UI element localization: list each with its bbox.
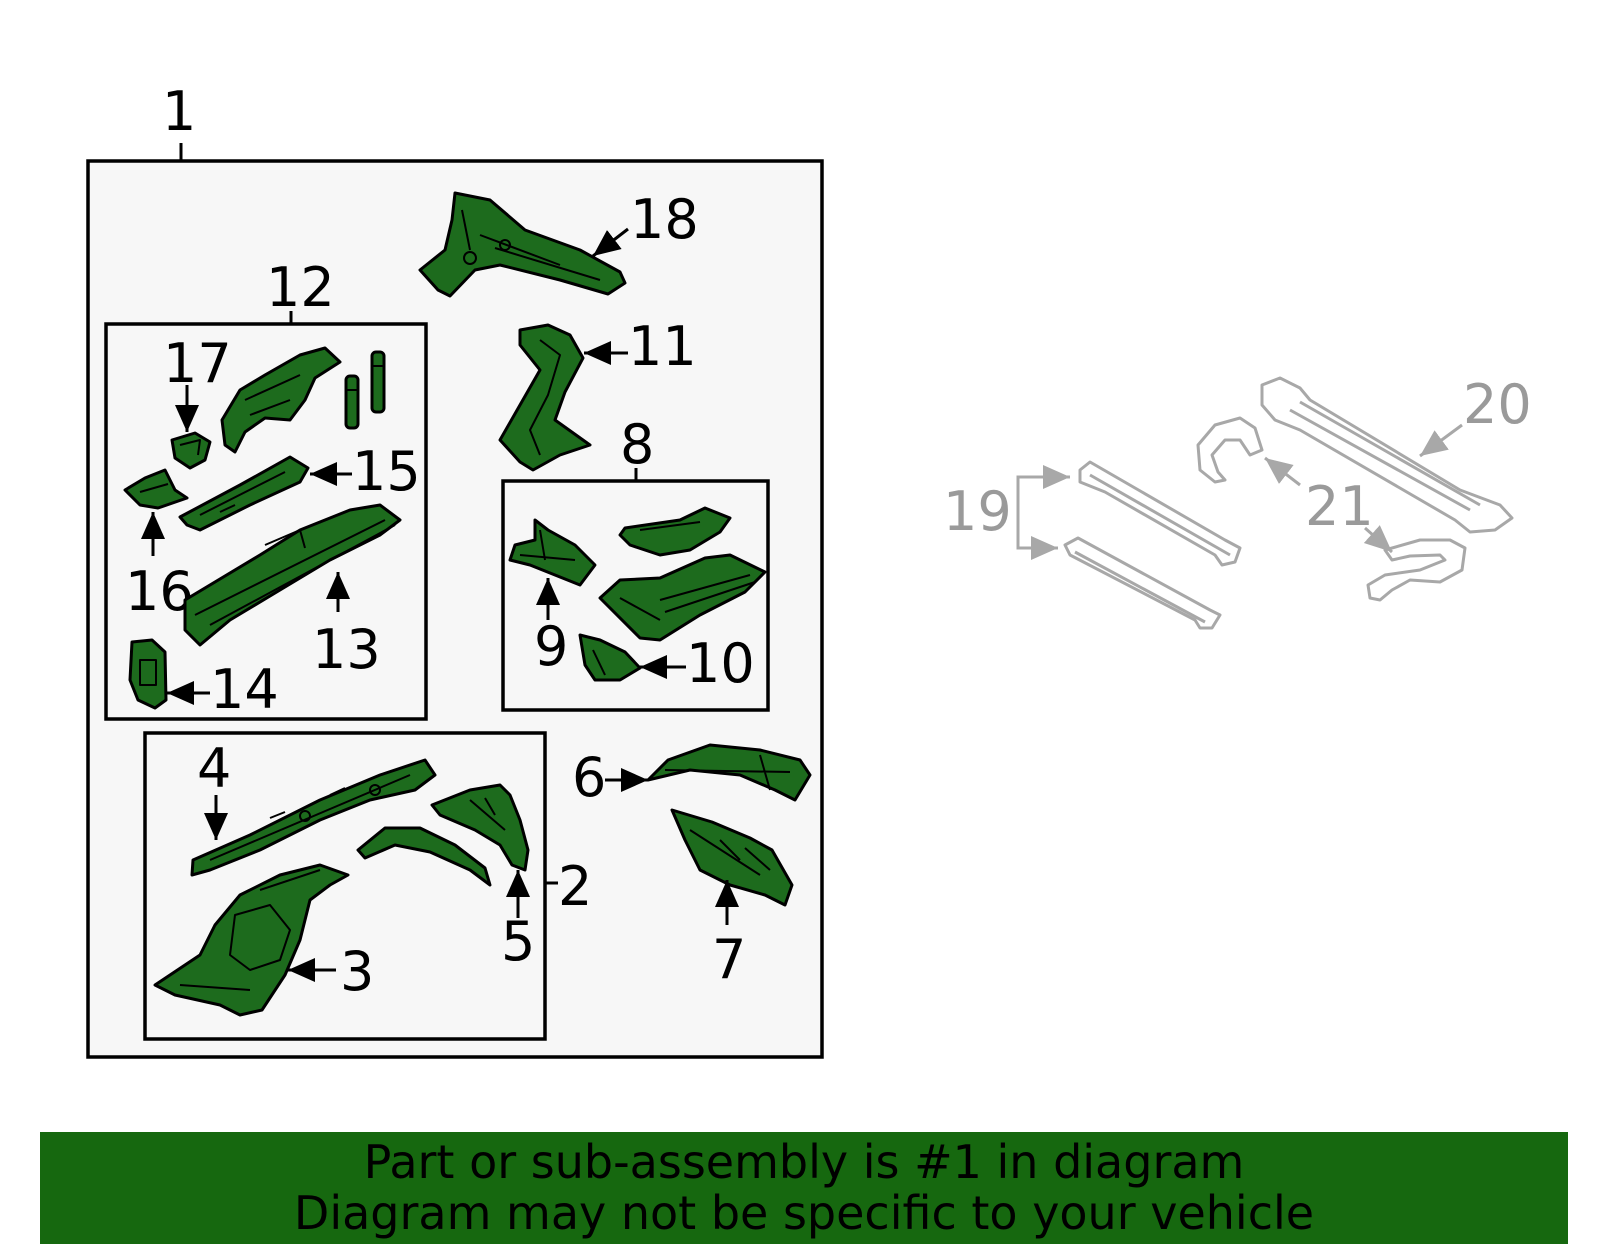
callout-2: 2 <box>558 855 592 918</box>
banner-line-1: Part or sub-assembly is #1 in diagram <box>363 1135 1245 1189</box>
part-14-bracket <box>128 638 168 710</box>
callout-17: 17 <box>163 332 232 395</box>
callout-3: 3 <box>340 940 374 1003</box>
part-8-upper-panel <box>618 506 732 557</box>
part-17-bracket <box>170 431 212 470</box>
subassembly-box-2 <box>143 731 547 1041</box>
callout-20: 20 <box>1463 373 1532 436</box>
part-2-wheelhouse-arch <box>356 826 492 887</box>
part-13-side-rail <box>183 503 402 647</box>
part-19-sill-pieces <box>1063 460 1242 630</box>
part-9-bracket <box>508 518 597 587</box>
part-18-upper-panel <box>418 191 627 298</box>
part-12-upper-reinforcement <box>220 346 342 454</box>
part-11-pillar-bracket <box>498 323 592 472</box>
disclaimer-banner: Part or sub-assembly is #1 in diagram Di… <box>40 1132 1568 1244</box>
callout-15: 15 <box>352 440 421 503</box>
callout-6: 6 <box>572 746 606 809</box>
callout-13: 13 <box>312 618 381 681</box>
part-8-lower-panel <box>598 553 767 642</box>
part-6-upper-rail <box>646 743 812 802</box>
callout-12: 12 <box>266 256 335 319</box>
part-16-bracket <box>123 468 189 510</box>
banner-line-2: Diagram may not be specific to your vehi… <box>293 1186 1315 1240</box>
subassembly-box-12 <box>104 322 428 721</box>
callout-5: 5 <box>501 910 535 973</box>
part-4-wheelhouse-outer-upper <box>190 758 437 877</box>
part-21-brackets <box>1196 416 1467 602</box>
callout-11: 11 <box>628 315 697 378</box>
part-3-wheelhouse-inner <box>153 863 350 1017</box>
part-15-rail-extension <box>178 455 310 532</box>
callout-10: 10 <box>686 632 755 695</box>
callout-7: 7 <box>712 928 746 991</box>
callout-8: 8 <box>620 413 654 476</box>
part-7-lower-rail <box>670 808 794 907</box>
part-5-wheelhouse-rear <box>430 783 530 872</box>
callout-16: 16 <box>125 560 194 623</box>
callout-4: 4 <box>197 737 231 800</box>
part-20-reinforcement-bar <box>1260 376 1514 534</box>
callout-18: 18 <box>630 188 699 251</box>
callout-9: 9 <box>534 615 568 678</box>
callout-1: 1 <box>162 80 196 143</box>
callout-21: 21 <box>1305 475 1374 538</box>
callout-19: 19 <box>943 480 1012 543</box>
part-12-studs <box>344 350 386 430</box>
callout-14: 14 <box>210 658 279 721</box>
part-10-bracket <box>578 633 642 682</box>
